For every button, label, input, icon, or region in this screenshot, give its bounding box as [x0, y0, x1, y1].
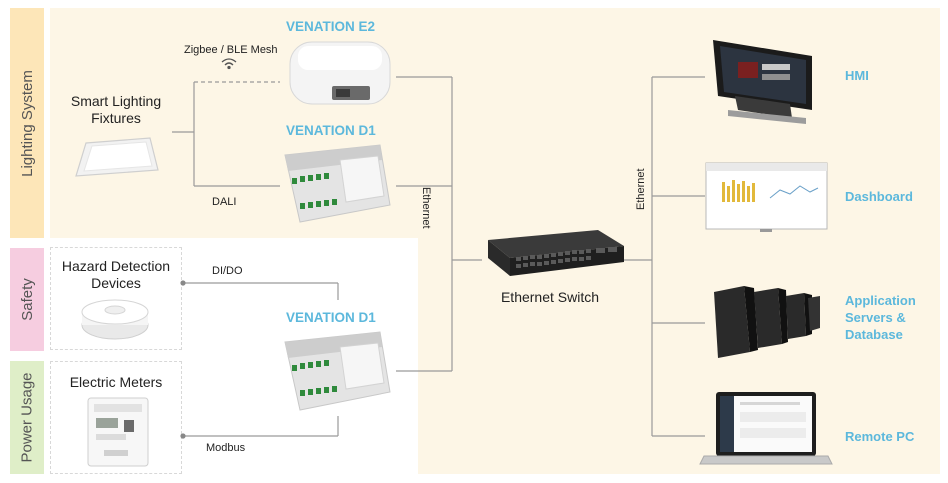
app-servers-label: Application Servers & Database	[845, 293, 916, 342]
ethernet-right-label: Ethernet	[635, 168, 647, 210]
venation-d1-top-device-icon	[284, 144, 391, 223]
venation-e2-device-icon	[289, 41, 391, 105]
remote-pc-label: Remote PC	[845, 429, 915, 444]
ethernet-left-label: Ethernet	[420, 187, 432, 229]
dali-label: DALI	[212, 196, 237, 208]
band-power-usage: Power Usage	[10, 361, 44, 474]
hmi-panel-icon	[713, 40, 812, 124]
dashboard-monitor-icon	[705, 162, 828, 232]
smart-lighting-label: Smart Lighting Fixtures	[70, 93, 162, 126]
electric-meter-icon	[87, 397, 149, 467]
band-lighting-system: Lighting System	[10, 8, 44, 238]
venation-d1-top-title: VENATION D1	[286, 123, 376, 138]
hmi-label: HMI	[845, 68, 869, 83]
smoke-detector-icon	[81, 299, 149, 340]
hazard-detection-label: Hazard Detection Devices	[61, 258, 171, 291]
ethernet-switch-label: Ethernet Switch	[500, 289, 600, 305]
ethernet-switch-icon	[488, 230, 624, 276]
modbus-label: Modbus	[206, 442, 246, 454]
electric-meters-label: Electric Meters	[69, 374, 163, 390]
laptop-icon	[699, 392, 833, 465]
lighting-panel-icon	[75, 137, 159, 177]
band-safety: Safety	[10, 248, 44, 351]
zigbee-ble-label: Zigbee / BLE Mesh	[184, 44, 278, 56]
servers-icon	[714, 286, 820, 358]
wifi-icon	[221, 58, 237, 70]
dashboard-label: Dashboard	[845, 189, 913, 204]
node-dot	[180, 280, 186, 286]
venation-e2-title: VENATION E2	[286, 19, 376, 34]
venation-d1-bottom-title: VENATION D1	[286, 310, 376, 325]
node-dot	[180, 433, 186, 439]
dido-label: DI/DO	[212, 265, 243, 277]
venation-d1-bottom-device-icon	[284, 331, 391, 411]
